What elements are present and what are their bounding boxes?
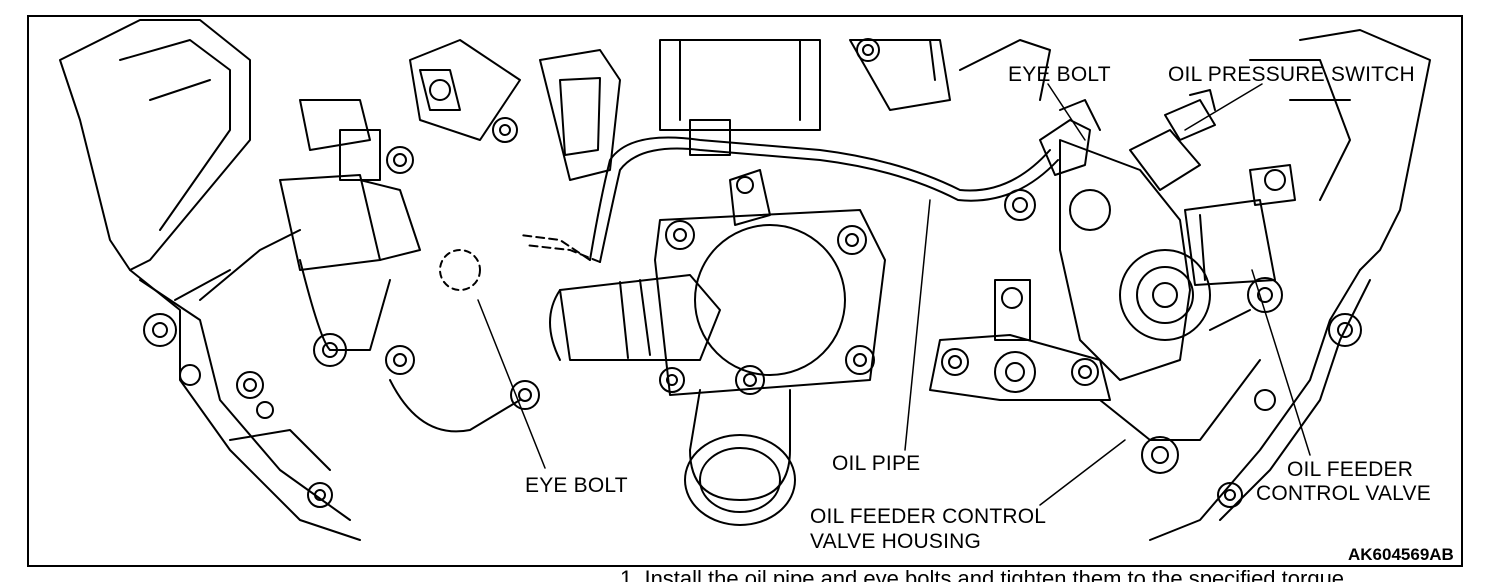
caption-fragment: 1. Install the oil pipe and eye bolts an… [620, 568, 1351, 582]
label-oil-feeder-control-valve-line2: CONTROL VALVE [1256, 482, 1431, 505]
figure-reference-code: AK604569AB [1348, 545, 1454, 564]
label-valve-housing-line1: OIL FEEDER CONTROL [810, 505, 1047, 528]
left-cylinder-bank [59, 19, 521, 541]
left-water-outlet [279, 174, 540, 433]
center-hose [549, 274, 721, 361]
label-oil-pipe: OIL PIPE [832, 452, 921, 475]
center-flange [654, 169, 886, 526]
label-eye-bolt-bottom: EYE BOLT [525, 474, 628, 497]
label-oil-pressure-switch: OIL PRESSURE SWITCH [1168, 63, 1415, 86]
label-oil-feeder-control-valve-line1: OIL FEEDER [1287, 458, 1414, 481]
leader-lines [477, 83, 1311, 506]
right-bracket [929, 189, 1111, 401]
label-eye-bolt-top: EYE BOLT [1008, 63, 1111, 86]
oil-pressure-switch-drawing [1129, 89, 1216, 191]
oil-pipe [439, 136, 1059, 291]
right-cylinder-bank [959, 29, 1431, 541]
oil-feeder-control-valve [1039, 99, 1296, 381]
figure-frame [27, 15, 1463, 567]
top-center-block [539, 38, 951, 181]
label-valve-housing-line2: VALVE HOUSING [810, 530, 982, 553]
